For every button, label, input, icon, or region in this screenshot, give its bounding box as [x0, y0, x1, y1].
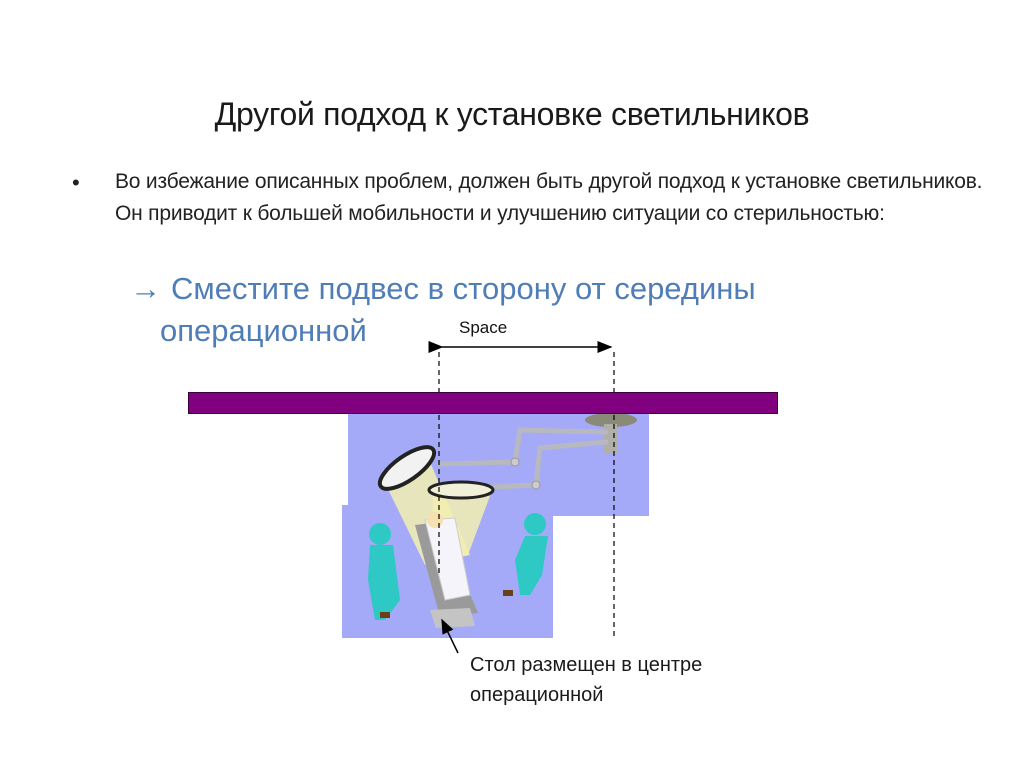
slide-title: Другой подход к установке светильников [214, 96, 810, 132]
table-caption: Стол размещен в центре операционной [470, 650, 702, 710]
surgeon-right-icon [503, 513, 548, 596]
lamp-arms [437, 427, 609, 491]
caption-line-1: Стол размещен в центре [470, 654, 703, 676]
bullet-text: Во избежание описанных проблем, должен б… [115, 170, 983, 225]
callout-arrow [441, 618, 459, 654]
subpoint-line-1: → Сместите подвес в сторону от середины [130, 268, 950, 310]
operating-table-icon [415, 512, 478, 628]
subpoint-text-2: операционной [160, 313, 367, 348]
surgeon-left-icon [368, 523, 400, 620]
subpoint: → Сместите подвес в сторону от середины о… [130, 268, 950, 352]
caption-line-2: операционной [470, 684, 604, 706]
subpoint-text-1: Сместите подвес в сторону от середины [171, 271, 756, 306]
ceiling-bar [188, 392, 778, 414]
surgical-lamp-icon [377, 445, 495, 500]
arrow-right-icon: → [130, 271, 161, 306]
space-label: Space [459, 318, 508, 337]
bullet-marker: • [72, 170, 80, 195]
